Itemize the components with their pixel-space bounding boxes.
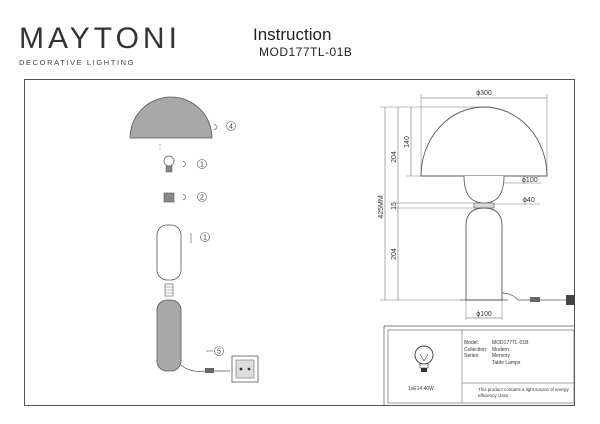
info-row-collection: Collection: Modern	[464, 346, 509, 353]
dim-neck-ring	[473, 202, 495, 209]
dim-upper-height: 204	[391, 151, 398, 163]
step-circle-4	[226, 121, 236, 131]
step-5: 5	[217, 349, 221, 356]
dim-neck-diameter: ϕ40	[523, 197, 535, 204]
bulb-spec: 1xE14 40W	[408, 386, 434, 392]
dim-total-height: 425MM	[378, 195, 385, 219]
dim-cord	[501, 292, 538, 301]
glass-part	[156, 224, 182, 281]
step-circle-1b	[200, 232, 210, 242]
dim-base	[465, 207, 503, 301]
step-circle-1	[197, 159, 207, 169]
info-row-type: Table Lamps	[492, 359, 521, 366]
energy-note: This product contains a light source of …	[478, 387, 569, 398]
info-row-model: Model: MOD177TL-01B	[464, 340, 529, 346]
document-model: MOD177TL-01B	[259, 45, 353, 59]
dim-joint-height: 15	[391, 202, 398, 210]
dim-lower-height: 204	[391, 248, 398, 260]
dim-switch	[530, 297, 540, 302]
base-part	[156, 299, 182, 372]
info-row-series: Series: Memory	[464, 353, 511, 360]
document-title: Instruction	[253, 25, 332, 44]
dim-base-diameter: ϕ100	[476, 311, 492, 318]
bulb-icon	[163, 155, 175, 173]
thread-part	[164, 283, 174, 297]
wall-socket-icon	[231, 355, 259, 383]
socket-ring-part	[163, 192, 175, 203]
rotate-arrow-icon	[182, 193, 186, 201]
step-circle-5	[214, 346, 224, 356]
rotate-arrow-icon	[213, 123, 218, 131]
step-circle-2	[197, 192, 207, 202]
step-1a: 1	[200, 162, 204, 169]
brand-logo: MAYTONI DECORATIVE LIGHTING	[19, 22, 184, 68]
cord-switch	[205, 368, 214, 373]
dim-shade	[420, 106, 548, 177]
rotate-arrow-icon	[182, 160, 186, 168]
dim-plug	[566, 295, 575, 305]
brand-name: MAYTONI	[19, 22, 181, 55]
step-1b: 1	[203, 235, 207, 242]
dim-shade-height: 140	[404, 136, 411, 148]
lightbulb-icon	[414, 345, 434, 372]
dim-ball-diameter: ϕ100	[522, 177, 538, 184]
power-cord	[180, 364, 230, 372]
product-info-table: Model: MOD177TL-01B Collection: Modern S…	[464, 340, 572, 366]
shade-part	[129, 96, 213, 139]
step-2: 2	[200, 195, 204, 202]
dim-ball	[463, 175, 505, 204]
dim-shade-diameter: ϕ300	[476, 90, 492, 97]
step-4: 4	[229, 124, 233, 131]
drawing-frame	[24, 79, 575, 406]
brand-tagline: DECORATIVE LIGHTING	[19, 58, 136, 67]
